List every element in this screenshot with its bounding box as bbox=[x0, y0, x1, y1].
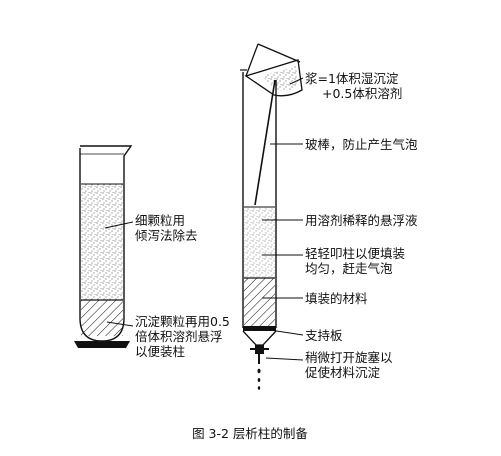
label-tap-column: 轻轻叩柱以便填装 均匀，赶走气泡 bbox=[305, 246, 405, 276]
label-line: 促使材料沉淀 bbox=[305, 365, 381, 380]
label-support-plate: 支持板 bbox=[305, 328, 343, 343]
beaker bbox=[244, 59, 303, 97]
left-column bbox=[74, 145, 134, 348]
label-line: 轻轻叩柱以便填装 bbox=[305, 246, 405, 261]
packed-material bbox=[244, 278, 275, 326]
label-diluted-suspension: 用溶剂稀释的悬浮液 bbox=[305, 213, 418, 228]
label-fine-particles: 细颗粒用 倾泻法除去 bbox=[135, 213, 198, 243]
label-slurry: 浆=1体积湿沉淀 +0.5体积溶剂 bbox=[305, 71, 402, 101]
label-stopcock: 稍微打开旋塞以 促使材料沉淀 bbox=[305, 350, 393, 380]
label-line: +0.5体积溶剂 bbox=[322, 86, 402, 101]
right-column bbox=[240, 43, 304, 390]
label-line: 以便装柱 bbox=[135, 344, 185, 359]
label-line: 均匀，赶走气泡 bbox=[305, 261, 393, 276]
fine-particle-layer bbox=[81, 184, 123, 300]
label-glass-rod: 玻棒，防止产生气泡 bbox=[305, 137, 418, 152]
label-line: 沉淀颗粒再用0.5 bbox=[135, 314, 230, 329]
sediment-layer bbox=[81, 300, 123, 336]
figure-caption: 图 3-2 层析柱的制备 bbox=[192, 426, 308, 441]
diluted-suspension bbox=[244, 207, 275, 277]
label-line: 倍体积溶剂悬浮 bbox=[135, 329, 223, 344]
glass-rod bbox=[254, 79, 276, 206]
label-line: 稍微打开旋塞以 bbox=[305, 350, 393, 365]
label-line: 浆=1体积湿沉淀 bbox=[305, 71, 399, 86]
label-line: 细颗粒用 bbox=[135, 213, 185, 228]
label-packed-material: 填装的材料 bbox=[305, 291, 368, 306]
support-plate bbox=[243, 326, 276, 331]
label-line: 倾泻法除去 bbox=[135, 228, 198, 243]
label-sediment: 沉淀颗粒再用0.5 倍体积溶剂悬浮 以便装柱 bbox=[135, 314, 230, 359]
